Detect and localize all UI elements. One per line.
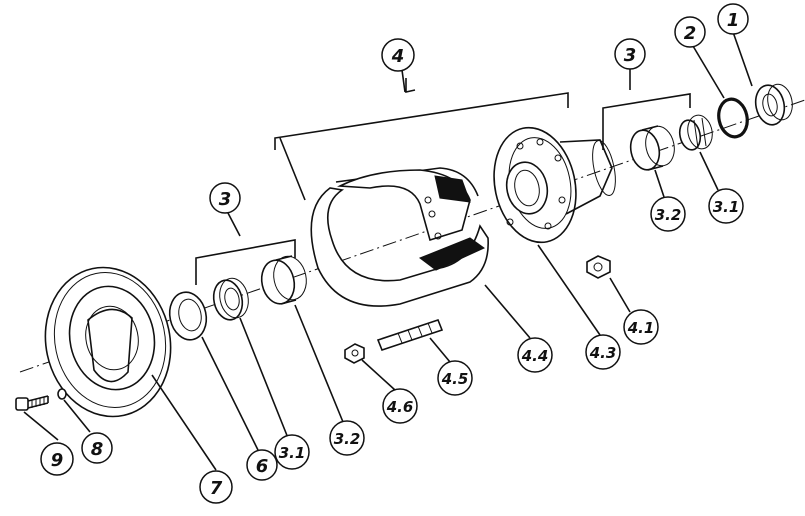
callout-4-3: 4.3 bbox=[585, 334, 621, 370]
washer-part bbox=[57, 388, 67, 400]
callout-6: 6 bbox=[246, 449, 278, 481]
callout-4-1-label: 4.1 bbox=[627, 319, 655, 337]
callout-2: 2 bbox=[674, 16, 706, 48]
callout-7: 7 bbox=[199, 470, 233, 504]
group-4-drum-leader bbox=[279, 137, 306, 201]
callout-3-left-label: 3 bbox=[219, 189, 232, 210]
wheel-stud-part bbox=[376, 319, 444, 351]
group-3-left-bracket bbox=[195, 239, 296, 285]
nut-part bbox=[344, 343, 365, 364]
bearing-cone-left-part bbox=[212, 277, 249, 321]
group-4-leader bbox=[405, 78, 416, 93]
callout-4-6: 4.6 bbox=[382, 388, 418, 424]
callout-3-1-right: 3.1 bbox=[708, 188, 744, 224]
callout-3-1-right-label: 3.1 bbox=[713, 198, 740, 216]
leader-lines bbox=[23, 31, 753, 471]
bearing-cup-left-part bbox=[260, 255, 307, 305]
callout-3-top-label: 3 bbox=[624, 45, 637, 66]
callout-4: 4 bbox=[381, 38, 415, 72]
callout-3-1-left: 3.1 bbox=[274, 434, 310, 470]
hub-nut-part bbox=[586, 255, 611, 279]
callout-4-4: 4.4 bbox=[517, 337, 553, 373]
callout-1: 1 bbox=[717, 3, 749, 35]
callout-9-label: 9 bbox=[51, 450, 64, 471]
callout-4-5-label: 4.5 bbox=[441, 370, 469, 388]
callout-3-2-right: 3.2 bbox=[650, 196, 686, 232]
group-3-right-bracket bbox=[602, 93, 691, 150]
callout-8-label: 8 bbox=[91, 439, 104, 460]
bearing-cone-right-part bbox=[678, 114, 713, 151]
group-4-bracket bbox=[274, 92, 569, 150]
callout-4-6-label: 4.6 bbox=[386, 398, 414, 416]
callout-8: 8 bbox=[81, 432, 113, 464]
wheel-hub-part bbox=[493, 126, 616, 244]
bolt-part bbox=[15, 395, 49, 411]
o-ring-part bbox=[717, 97, 749, 139]
callout-3-top: 3 bbox=[614, 38, 646, 70]
callout-4-1: 4.1 bbox=[623, 309, 659, 345]
bearing-cup-right-part bbox=[629, 125, 675, 171]
callout-4-3-label: 4.3 bbox=[589, 344, 617, 362]
callout-4-label: 4 bbox=[391, 46, 405, 67]
callout-1-label: 1 bbox=[727, 10, 740, 31]
callout-3-1-left-label: 3.1 bbox=[279, 444, 306, 462]
callout-7-label: 7 bbox=[210, 478, 223, 499]
callout-9: 9 bbox=[40, 442, 74, 476]
callout-4-4-label: 4.4 bbox=[521, 347, 549, 365]
seal-ring-part bbox=[168, 291, 208, 341]
callout-3-left: 3 bbox=[209, 182, 241, 214]
hub-cap-part bbox=[754, 83, 793, 126]
pulley-disk-part bbox=[44, 266, 172, 418]
callout-3-2-left-label: 3.2 bbox=[334, 430, 361, 448]
callout-3-2-left: 3.2 bbox=[329, 420, 365, 456]
callout-4-5: 4.5 bbox=[437, 360, 473, 396]
callout-2-label: 2 bbox=[684, 23, 697, 44]
brake-drum-part bbox=[310, 167, 489, 307]
callout-6-label: 6 bbox=[256, 456, 269, 477]
hub-bolt-holes bbox=[506, 138, 566, 230]
callout-3-2-right-label: 3.2 bbox=[655, 206, 682, 224]
